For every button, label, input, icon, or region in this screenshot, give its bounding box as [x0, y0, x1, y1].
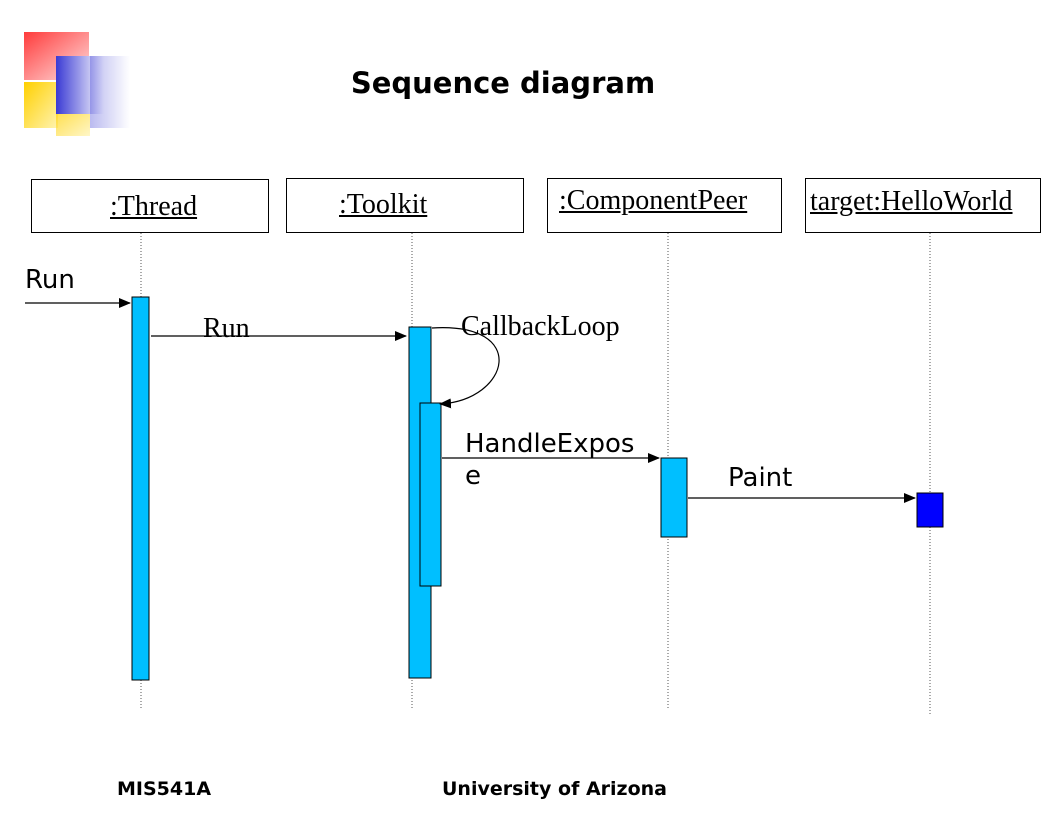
object-label: :Toolkit [339, 189, 428, 220]
activation-toolkit-nested [419, 402, 442, 587]
object-componentpeer: :ComponentPeer [547, 178, 782, 233]
message-callbackloop-label: CallbackLoop [461, 311, 620, 342]
message-handleexpose-label: HandleExpose [465, 429, 635, 491]
message-run-label: Run [203, 313, 250, 344]
object-thread: :Thread [31, 179, 269, 233]
message-callbackloop-arrow [431, 327, 500, 409]
object-toolkit: :Toolkit [286, 178, 524, 233]
message-paint-label: Paint [728, 463, 793, 493]
footer-course: MIS541A [117, 778, 212, 800]
activation-componentpeer [660, 457, 688, 538]
object-helloworld: target:HelloWorld [805, 178, 1041, 233]
message-run-in-label: Run [25, 265, 75, 295]
slide-title: Sequence diagram [350, 66, 656, 100]
object-label: target:HelloWorld [810, 186, 1013, 217]
slide-logo [24, 32, 130, 136]
activation-thread [131, 296, 150, 681]
object-label: :Thread [110, 191, 198, 222]
footer-university: University of Arizona [442, 778, 667, 800]
activation-helloworld [916, 492, 944, 528]
object-label: :ComponentPeer [559, 185, 748, 216]
